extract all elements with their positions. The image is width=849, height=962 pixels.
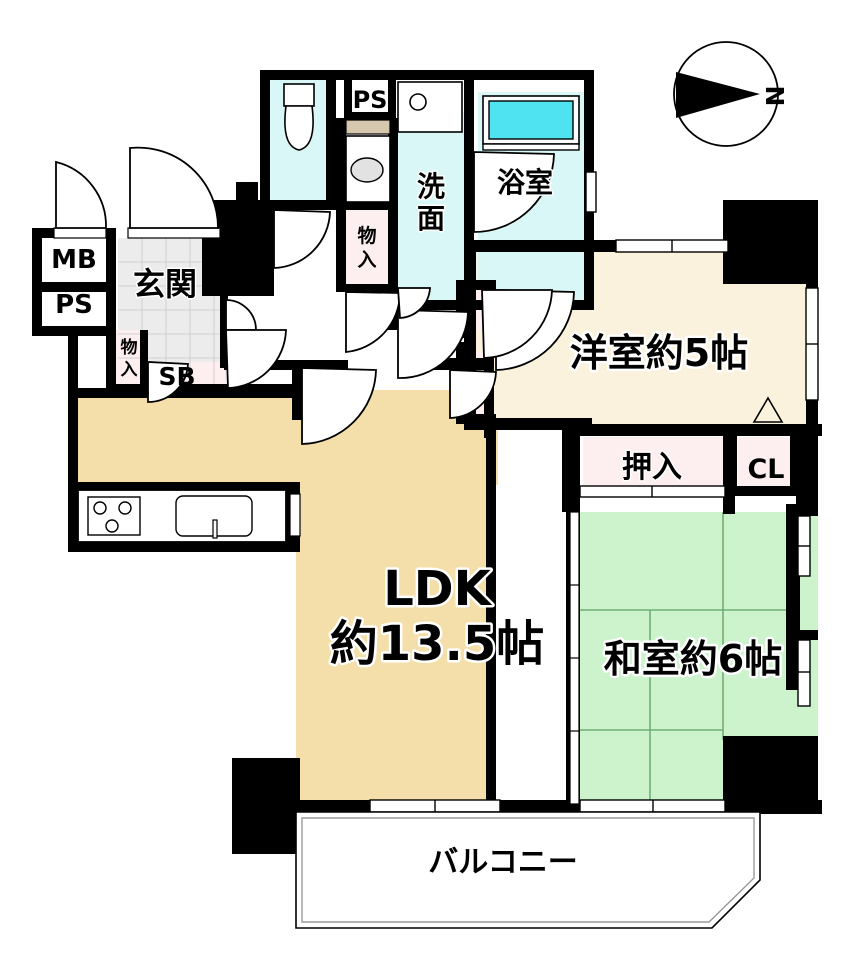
door-swings [55, 146, 575, 445]
window-openings [53, 171, 819, 813]
door-genkan-a [225, 299, 257, 331]
label-cl: CL [747, 454, 784, 485]
balcony-outline [295, 811, 761, 929]
label-ps-entry: PS [55, 290, 93, 320]
vanity-sink-fixture [397, 81, 463, 133]
walls [32, 70, 822, 854]
label-genkan: 玄関 [133, 265, 197, 303]
room-labels: LDK 約13.5帖 和室約6帖 洋室約5帖 バルコニー 玄関 洗 面 浴室 押… [51, 86, 785, 882]
compass-north-label: N [760, 86, 789, 107]
label-yokushitsu: 浴室 [497, 166, 553, 199]
door-ldk [301, 367, 377, 445]
label-sb: SB [158, 362, 195, 391]
corner-marker-icon [752, 396, 784, 423]
label-mb: MB [51, 245, 97, 275]
label-monoire-entry-1: 物 [121, 337, 138, 358]
oshiire-fill [583, 437, 723, 491]
compass-rose-icon: N [673, 41, 789, 147]
label-balcony: バルコニー [428, 845, 577, 880]
washing-machine-slot [345, 119, 391, 203]
door-mb [55, 160, 107, 229]
toilet-fixture [283, 83, 315, 151]
door-senmen [397, 309, 469, 379]
label-oshiire: 押入 [622, 450, 682, 485]
fixtures [77, 81, 784, 543]
door-hall-right [449, 369, 497, 419]
label-washitsu: 和室約6帖 [604, 637, 782, 681]
label-monoire-hall-1: 物 [357, 224, 376, 247]
label-ps-top: PS [353, 86, 388, 114]
door-genkan-b [225, 329, 287, 389]
door-senmen-small [397, 287, 431, 319]
senmen-floor-fill [398, 112, 466, 302]
label-senmen-char2: 面 [417, 202, 445, 235]
monoire-hall-fill [345, 210, 393, 288]
door-bath [473, 151, 555, 233]
label-yoshitsu: 洋室約5帖 [570, 331, 748, 375]
door-toilet [273, 209, 331, 269]
label-ldk-line2: 約13.5帖 [330, 616, 544, 672]
monoire-entry-fill [113, 330, 145, 392]
label-senmen-char1: 洗 [417, 170, 445, 203]
door-entrance [129, 146, 219, 229]
cl-fill [738, 437, 796, 491]
label-monoire-entry-2: 入 [121, 360, 138, 380]
kitchen-counter [77, 489, 287, 543]
label-monoire-hall-2: 入 [357, 249, 376, 271]
bathtub-fixture [482, 95, 580, 151]
label-ldk-line1: LDK [383, 561, 492, 617]
door-sb [147, 361, 189, 403]
door-western-room-inner [481, 289, 553, 359]
